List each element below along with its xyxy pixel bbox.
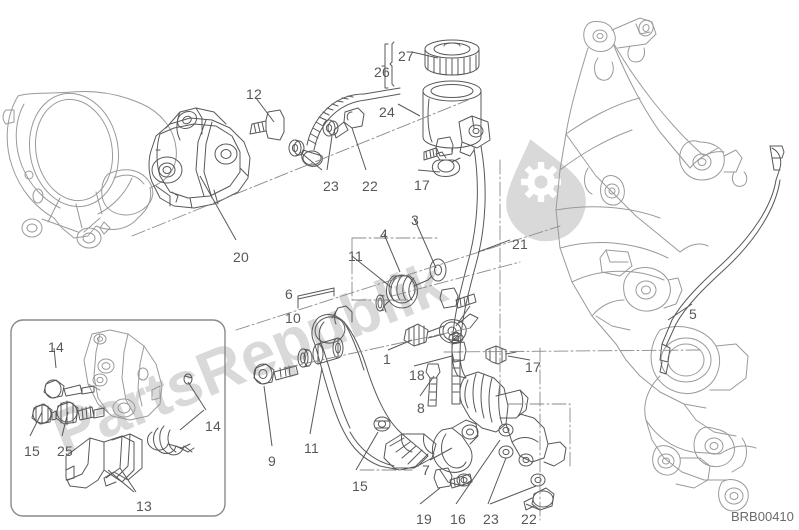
- callout-20: 20: [233, 249, 249, 265]
- inset-border: [10, 319, 226, 517]
- washer-23-b: [322, 119, 339, 137]
- rear-brake-sensor-cable-5: [659, 145, 785, 375]
- pedal-return-spring-11: [383, 274, 433, 313]
- callout-21: 21: [512, 236, 528, 252]
- callout-9: 9: [268, 453, 276, 469]
- pedal-bush-11-lower: [297, 348, 313, 368]
- inset-pad-spring-14: [147, 373, 195, 456]
- washer-18: [448, 332, 464, 344]
- pedal-pivot-nut-15: [373, 416, 391, 432]
- clevis-bolt-2: [439, 287, 477, 309]
- callout-15-inset: 15: [24, 443, 40, 459]
- callout-16: 16: [450, 511, 466, 527]
- callout-1: 1: [383, 351, 391, 367]
- pedal-pivot-pin-9: [253, 363, 299, 385]
- callout-11-bottom: 11: [304, 440, 319, 456]
- callout-5: 5: [689, 306, 697, 322]
- diagram-part-number: BRB00410: [731, 509, 794, 524]
- caliper-mount-bolt-12: [249, 109, 285, 141]
- callout-23-top: 23: [323, 178, 339, 194]
- pushrod-1: [403, 323, 445, 347]
- callout-22-bottom: 22: [521, 511, 537, 527]
- rear-master-cylinder-16: [459, 371, 567, 467]
- washer-23-a: [288, 139, 305, 157]
- hose-clamp-17-reservoir: [431, 151, 461, 177]
- callout-17-cylinder: 17: [525, 359, 541, 375]
- callout-8: 8: [417, 400, 425, 416]
- callout-18: 18: [409, 367, 425, 383]
- inset-brake-pads-13: [65, 433, 143, 489]
- heel-guard-7: [431, 419, 479, 487]
- inset-caliper-body: [83, 329, 163, 421]
- inset-plug-15: [31, 403, 57, 425]
- banjo-bolt-22: [333, 107, 365, 139]
- callout-7: 7: [422, 462, 430, 478]
- reservoir-cap-27: [424, 39, 480, 76]
- callout-14-inset-top: 14: [48, 339, 64, 355]
- callout-4: 4: [380, 226, 388, 242]
- reservoir-body: [422, 80, 482, 153]
- circlip-ring: [375, 294, 385, 312]
- callout-15-pedal: 15: [352, 478, 368, 494]
- swingarm-bracket-outline: [2, 91, 177, 249]
- callout-25-inset: 25: [57, 443, 73, 459]
- pedal-adjust-screw-8: [425, 363, 441, 407]
- callout-14-inset-right: 14: [205, 418, 221, 434]
- callout-24: 24: [379, 104, 395, 120]
- frame-structure: [555, 17, 757, 512]
- pedal-spacer-10: [312, 337, 344, 365]
- callout-10: 10: [285, 310, 301, 326]
- callout-12: 12: [246, 86, 262, 102]
- callout-17-reservoir: 17: [414, 177, 430, 193]
- inset-bleed-screw-14: [43, 379, 95, 399]
- callout-11-top: 11: [348, 248, 363, 264]
- brake-pedal-lever: [311, 305, 437, 471]
- callout-6: 6: [285, 286, 293, 302]
- callout-27: 27: [398, 48, 414, 64]
- banjo-bolt-22-lower: [523, 487, 555, 511]
- bracket-6-10: [297, 287, 335, 309]
- callout-23-bottom: 23: [483, 511, 499, 527]
- reservoir-mount-bracket: [458, 115, 491, 157]
- construction-lines: [131, 99, 701, 521]
- callout-26: 26: [374, 64, 390, 80]
- callout-22-top: 22: [362, 178, 378, 194]
- callout-2: 2: [452, 328, 460, 344]
- bracket-26: [381, 41, 395, 89]
- rear-brake-caliper: [148, 107, 251, 209]
- mounting-bolt-19: [433, 467, 473, 489]
- callout-19: 19: [416, 511, 432, 527]
- callout-13-inset: 13: [136, 498, 152, 514]
- inset-bleed-valve-25: [55, 400, 105, 426]
- callout-3: 3: [411, 212, 419, 228]
